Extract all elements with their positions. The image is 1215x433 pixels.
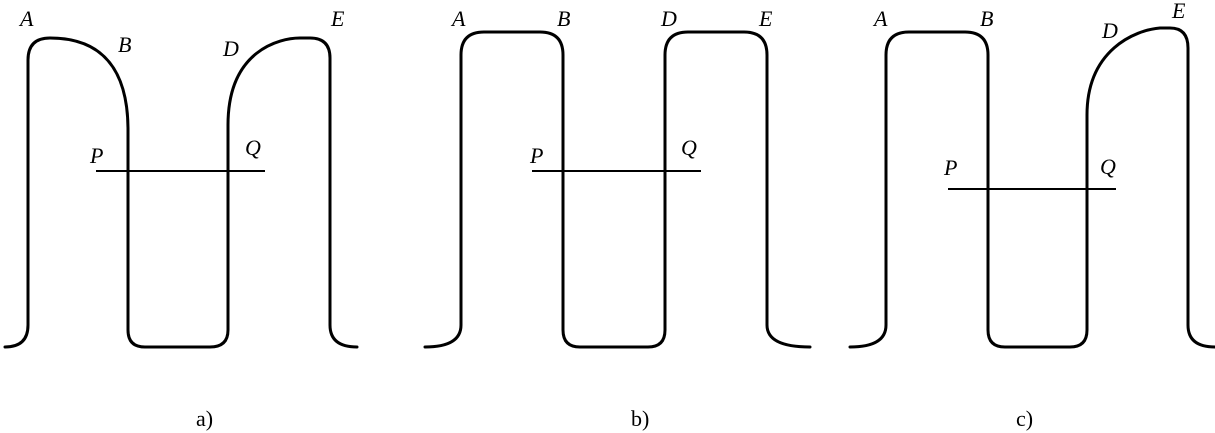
panel-c-profile-curve [848, 26, 1215, 349]
panel-c-label-a: A [872, 6, 888, 31]
panel-b-caption: b) [631, 406, 649, 431]
panel-b-label-b: B [557, 6, 570, 31]
panel-a-label-q: Q [245, 135, 261, 160]
panel-a-profile-curve [3, 36, 359, 349]
panel-c-label-d: D [1101, 18, 1118, 43]
panel-a-caption: a) [196, 406, 213, 431]
panel-a-label-d: D [222, 36, 239, 61]
panel-c-label-b: B [980, 6, 993, 31]
panel-b-label-a: A [450, 6, 466, 31]
panel-b-label-e: E [758, 6, 773, 31]
panel-b-label-d: D [660, 6, 677, 31]
panel-c-caption: c) [1016, 406, 1033, 431]
panel-b: A B D E P Q b) [423, 6, 812, 431]
panel-a-label-a: A [18, 6, 34, 31]
panel-a-label-b: B [118, 32, 131, 57]
panel-a: A B D E P Q a) [3, 6, 359, 431]
panel-b-label-p: P [529, 143, 543, 168]
panel-b-profile-curve [423, 30, 812, 349]
panel-b-label-q: Q [681, 135, 697, 160]
panel-a-label-e: E [330, 6, 345, 31]
panel-c-label-p: P [943, 155, 957, 180]
panel-c: A B D E P Q c) [848, 0, 1215, 431]
panel-c-label-q: Q [1100, 154, 1116, 179]
panel-c-label-e: E [1171, 0, 1186, 23]
panel-a-label-p: P [89, 143, 103, 168]
